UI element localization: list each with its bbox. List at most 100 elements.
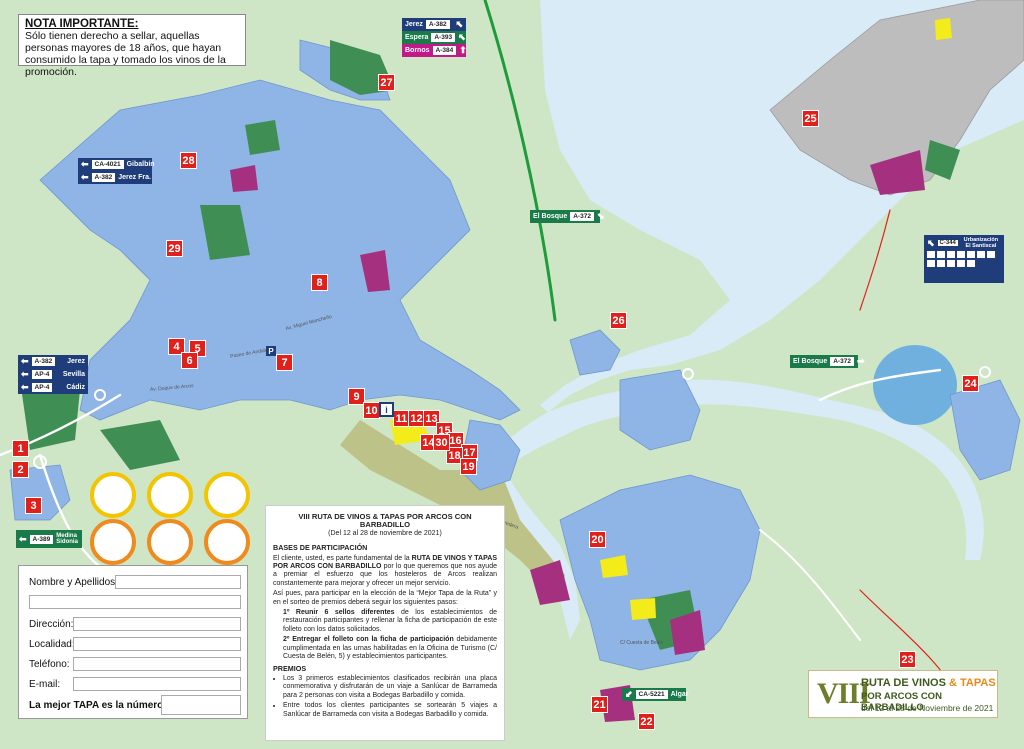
stamp-circle [147,472,193,518]
road-sign-code: A-372 [570,212,594,221]
residential-grey [769,0,1024,196]
city-field[interactable] [73,637,241,651]
marker-30[interactable]: 30 [433,434,450,451]
panel-title: VIII RUTA DE VINOS & TAPAS POR ARCOS CON… [298,512,472,530]
marker-25[interactable]: 25 [802,110,819,127]
road-sign-code: AP-4 [31,383,53,392]
marker-14[interactable]: 14 [420,434,437,451]
city-label: Localidad: [29,638,75,650]
stamp-circle [204,519,250,565]
road-sign-name: Urbanización El Santiscal [963,237,999,249]
road-sign-code: A-382 [31,357,56,366]
road-sign-name: Sevilla [62,371,85,378]
marker-4[interactable]: 4 [168,338,185,355]
address-label: Dirección: [29,618,74,630]
best-tapa-row: La mejor TAPA es la número: [19,695,249,715]
marker-22[interactable]: 22 [638,713,655,730]
marker-19[interactable]: 19 [460,458,477,475]
road-sign-name: Espera [405,34,429,41]
marker-21[interactable]: 21 [591,696,608,713]
road-sign-name: Bornos [405,47,430,54]
road-sign-code: A-382 [91,173,116,182]
road-sign-left-cadiz: ⬅ AP-4 Cádiz [18,381,88,394]
stamp-row-1 [90,472,250,518]
steps-intro: Así pues, para participar en la elección… [273,590,497,606]
logo-line-1: RUTA DE VINOS & TAPAS [861,677,996,689]
marker-3[interactable]: 3 [25,497,42,514]
important-note: NOTA IMPORTANTE: Sólo tienen derecho a s… [18,14,246,78]
name-row-2 [19,594,249,610]
premios-heading: PREMIOS [273,663,307,673]
road-sign-name: Cádiz [66,384,85,391]
arrow-up-left-icon: ⬉ [458,32,466,42]
phone-field[interactable] [73,657,241,671]
marker-28[interactable]: 28 [180,152,197,169]
road-sign-code: A-384 [432,46,457,55]
participation-form: Nombre y Apellidos: Dirección: Localidad… [18,565,248,719]
event-logo: VIII RUTA DE VINOS & TAPAS POR ARCOS CON… [808,670,998,718]
logo-line-3: del 12 al 28 de Noviembre de 2021 [861,703,994,713]
road-sign-code: CA-5221 [635,690,668,699]
logo-line-2: POR ARCOS CON BARBADILLO [861,691,942,713]
marker-16[interactable]: 16 [447,432,464,449]
marker-1[interactable]: 1 [12,440,29,457]
address-row: Dirección: [19,616,249,632]
marker-10[interactable]: 10 [363,402,380,419]
arrow-left-icon: ⬅ [21,382,29,392]
road-sign-name: Algar [670,691,689,698]
street-label: C/ Cuesta de Belén [620,640,664,646]
road-sign-bornos: Bornos A-384 ⬆ [402,44,467,57]
stamp-circle [147,519,193,565]
marker-6[interactable]: 6 [181,352,198,369]
road-sign-code: A-393 [431,33,456,42]
marker-12[interactable]: 12 [408,410,425,427]
marker-13[interactable]: 13 [423,410,440,427]
name-field[interactable] [115,575,241,589]
name-field-2[interactable] [29,595,241,609]
arrow-up-left-icon: ⬉ [455,19,463,29]
marker-8[interactable]: 8 [311,274,328,291]
road-sign-jerez: Jerez A-382 ⬉ [402,18,466,31]
road-sign-algar: ⬋ CA-5221 Algar [622,688,689,701]
road-sign-name: El Bosque [533,213,568,220]
marker-2[interactable]: 2 [12,461,29,478]
phone-label: Teléfono: [29,658,70,670]
road-sign-jerez-fra: ⬅ A-382 Jerez Fra. [78,171,152,184]
step-2: 2º Entregar el folleto con la ficha de p… [283,636,497,661]
arrow-left-icon: ⬅ [21,356,29,366]
prize-list: Los 3 primeros establecimientos clasific… [273,675,497,719]
arrow-left-icon: ⬅ [81,172,89,182]
marker-26[interactable]: 26 [610,312,627,329]
tourism-office-icon: i [379,402,394,417]
email-field[interactable] [73,677,241,691]
road-sign-gibalbin: ⬅ CA-4021 Gibalbín [78,158,155,171]
marker-24[interactable]: 24 [962,375,979,392]
marker-9[interactable]: 9 [348,388,365,405]
road-sign-name: Jerez [405,21,423,28]
address-field[interactable] [73,617,241,631]
intro-paragraph: El cliente, usted, es parte fundamental … [273,554,497,587]
bases-heading: BASES DE PARTICIPACIÓN [273,543,368,553]
prize-item: Entre todos los clientes participantes s… [283,702,497,719]
stamp-circle [90,519,136,565]
city-row: Localidad: [19,636,249,652]
road-sign-code: A-382 [425,20,450,29]
road-sign-medina: ⬅ A-389 Medina Sidonia [16,530,82,548]
marker-11[interactable]: 11 [393,410,410,427]
road-sign-code: AP-4 [31,370,53,379]
email-label: E-mail: [29,678,61,690]
arrow-down-left-icon: ⬋ [625,689,633,699]
marker-27[interactable]: 27 [378,74,395,91]
best-tapa-field[interactable] [161,695,241,715]
road-sign-name: El Bosque [793,358,828,365]
note-text: Sólo tienen derecho a sellar, aquellas p… [25,30,226,78]
lake [873,345,957,425]
panel-dates: (Del 12 al 28 de noviembre de 2021) [328,529,442,537]
marker-7[interactable]: 7 [276,354,293,371]
marker-23[interactable]: 23 [899,651,916,668]
marker-18[interactable]: 18 [446,447,463,464]
rules-panel: VIII RUTA DE VINOS & TAPAS POR ARCOS CON… [265,505,505,741]
marker-29[interactable]: 29 [166,240,183,257]
marker-20[interactable]: 20 [589,531,606,548]
river [490,379,984,560]
